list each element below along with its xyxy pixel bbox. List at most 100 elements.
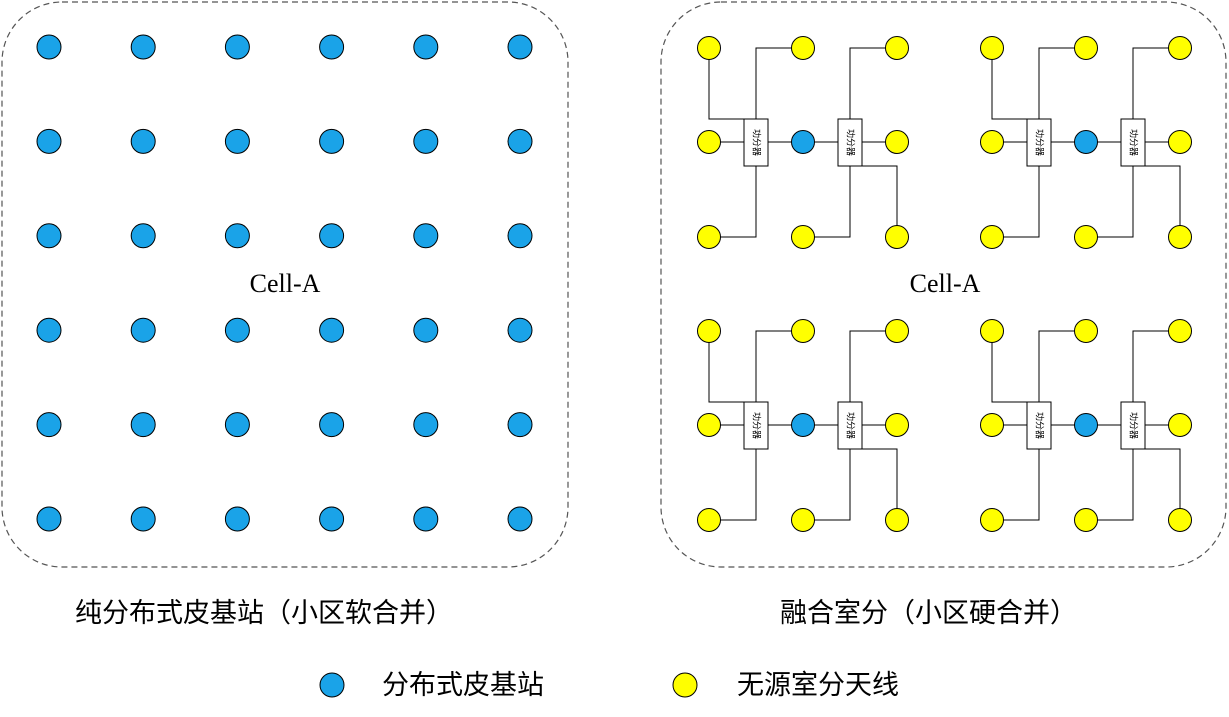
passive-antenna (1168, 36, 1192, 60)
power-splitter-label: 功分器 (1128, 412, 1139, 439)
feeder-wire (1132, 47, 1180, 119)
feeder-wire (803, 449, 851, 521)
feeder-wire (992, 166, 1040, 238)
pico-base-station (319, 317, 345, 343)
pico-base-station (507, 506, 533, 532)
passive-antenna (697, 36, 721, 60)
power-splitter (1120, 401, 1146, 450)
left-caption: 纯分布式皮基站（小区软合并） (75, 598, 453, 629)
passive-antenna (1168, 508, 1192, 532)
pico-base-station (319, 34, 345, 60)
passive-antenna (1168, 225, 1192, 249)
pico-base-station (224, 128, 250, 154)
power-splitter (1026, 401, 1052, 450)
feeder-wire (849, 330, 897, 402)
pico-base-station (36, 128, 62, 154)
pico-base-station (413, 34, 439, 60)
feeder-wire (1038, 47, 1086, 119)
passive-antenna (697, 413, 721, 437)
splitter-group: 功分器 功分器 (697, 36, 909, 249)
feeder-wire (1132, 330, 1180, 402)
pico-base-station (224, 34, 250, 60)
pico-base-station (224, 412, 250, 438)
power-splitter-label: 功分器 (751, 412, 762, 439)
passive-antenna (980, 319, 1004, 343)
legend-antenna-icon (672, 672, 698, 698)
pico-base-station (130, 128, 156, 154)
passive-antenna (885, 130, 909, 154)
pico-base-station (413, 223, 439, 249)
left-panel-frame (1, 1, 569, 568)
feeder-wire (755, 330, 803, 402)
right-panel-frame (660, 1, 1227, 568)
feeder-wire (991, 331, 1039, 403)
passive-antenna (697, 319, 721, 343)
pico-base-station (507, 223, 533, 249)
passive-antenna (1074, 36, 1098, 60)
passive-antenna (980, 36, 1004, 60)
pico-base-station (507, 34, 533, 60)
pico-base-station (319, 506, 345, 532)
pico-base-station (130, 34, 156, 60)
feeder-wire (709, 166, 757, 238)
power-splitter (743, 401, 769, 450)
pico-base-station (791, 130, 815, 154)
right-splitter-groups: 功分器功分器功分器功分器功分器功分器功分器功分器 (697, 36, 1192, 532)
passive-antenna (885, 36, 909, 60)
pico-base-station (130, 223, 156, 249)
passive-antenna (697, 225, 721, 249)
power-splitter-label: 功分器 (1034, 129, 1045, 156)
pico-base-station (36, 317, 62, 343)
left-pico-grid (36, 34, 533, 532)
feeder-wire (708, 331, 756, 403)
feeder-wire (991, 48, 1039, 120)
feeder-wire (1038, 330, 1086, 402)
splitter-group: 功分器 功分器 (980, 36, 1192, 249)
feeder-wire (709, 449, 757, 521)
power-splitter (743, 118, 769, 167)
passive-antenna (980, 508, 1004, 532)
power-splitter (1120, 118, 1146, 167)
pico-base-station (1074, 413, 1098, 437)
power-splitter-label: 功分器 (1128, 129, 1139, 156)
passive-antenna (885, 508, 909, 532)
pico-base-station (507, 128, 533, 154)
feeder-wire (992, 449, 1040, 521)
passive-antenna (885, 319, 909, 343)
pico-base-station (36, 223, 62, 249)
pico-base-station (224, 317, 250, 343)
feeder-wire (755, 47, 803, 119)
passive-antenna (885, 413, 909, 437)
passive-antenna (980, 130, 1004, 154)
pico-base-station (319, 412, 345, 438)
feeder-wire (1086, 449, 1134, 521)
power-splitter-label: 功分器 (751, 129, 762, 156)
feeder-wire (1133, 448, 1181, 520)
passive-antenna (885, 225, 909, 249)
legend-pico-icon (319, 672, 345, 698)
feeder-wire (1086, 166, 1134, 238)
pico-base-station (319, 128, 345, 154)
passive-antenna (791, 508, 815, 532)
splitter-group: 功分器功分器 (697, 319, 909, 532)
pico-base-station (224, 506, 250, 532)
power-splitter (837, 118, 863, 167)
passive-antenna (1074, 508, 1098, 532)
pico-base-station (36, 412, 62, 438)
passive-antenna (1074, 225, 1098, 249)
power-splitter-label: 功分器 (845, 129, 856, 156)
pico-base-station (36, 34, 62, 60)
pico-base-station (130, 412, 156, 438)
feeder-wire (850, 165, 898, 237)
pico-base-station (413, 506, 439, 532)
pico-base-station (413, 317, 439, 343)
legend-pico-label: 分布式皮基站 (382, 670, 544, 701)
left-cell-label: Cell-A (250, 269, 321, 298)
passive-antenna (791, 36, 815, 60)
splitter-group: 功分器功分器 (980, 319, 1192, 532)
legend-antenna-label: 无源室分天线 (737, 670, 899, 701)
feeder-wire (803, 166, 851, 238)
pico-base-station (507, 412, 533, 438)
passive-antenna (980, 413, 1004, 437)
